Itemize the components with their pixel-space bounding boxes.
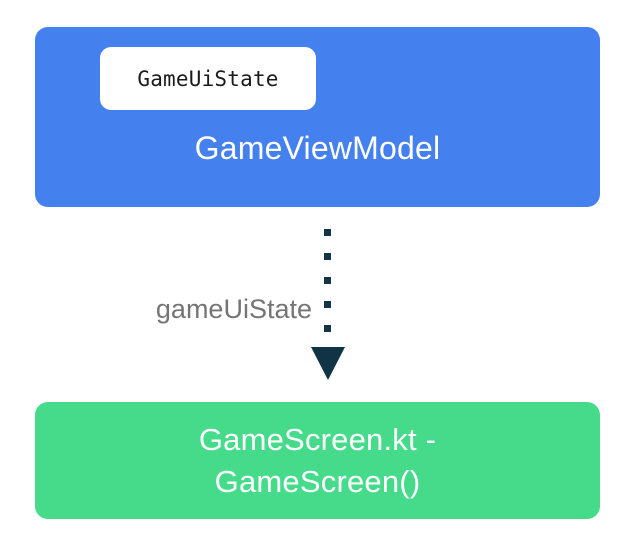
dot <box>324 301 331 308</box>
dot <box>324 253 331 260</box>
ui-state-chip-label: GameUiState <box>137 66 279 91</box>
node-game-screen-title-line-1: GameScreen.kt - <box>198 421 437 457</box>
arrow-down-icon <box>311 347 345 380</box>
ui-state-chip[interactable]: GameUiState <box>100 47 316 110</box>
dot <box>324 325 331 332</box>
dot <box>324 277 331 284</box>
connector-state-flow: gameUiState <box>0 207 623 402</box>
dot <box>324 229 331 236</box>
dotted-line-icon <box>324 229 331 354</box>
node-game-screen-title: GameScreen.kt - GameScreen() <box>199 419 436 503</box>
node-game-view-model-title: GameViewModel <box>194 130 441 166</box>
node-game-view-model[interactable]: GameUiState GameViewModel <box>35 27 600 207</box>
node-game-screen[interactable]: GameScreen.kt - GameScreen() <box>35 402 600 519</box>
connector-label: gameUiState <box>155 294 312 324</box>
node-game-screen-title-line-2: GameScreen() <box>214 463 421 499</box>
